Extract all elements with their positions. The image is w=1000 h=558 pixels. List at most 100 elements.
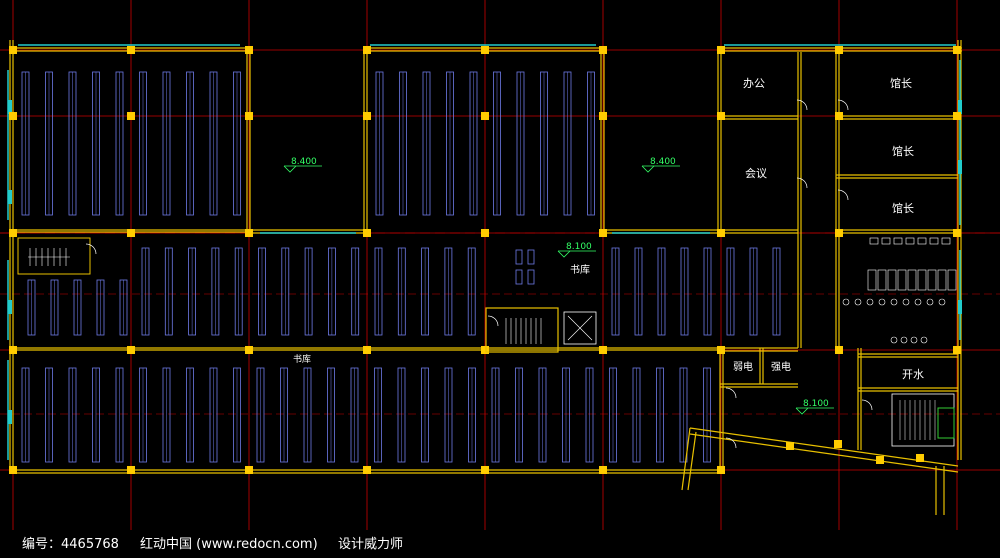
column [481,112,489,120]
column [835,346,843,354]
column [599,112,607,120]
urinal [917,237,927,245]
column [599,346,607,354]
toilet-stall [877,269,887,291]
column [481,346,489,354]
door-swing [837,99,849,111]
toilet-fixture [926,298,934,306]
column [481,229,489,237]
wash-basin [900,336,908,344]
wall-line [689,427,959,467]
window-sash [958,300,962,314]
column [9,346,17,354]
toilet-fixture [902,298,910,306]
toilet-fixture [854,298,862,306]
toilet-fixture [890,298,898,306]
elevation-value-left: 8.400 [291,157,317,167]
urinal [881,237,891,245]
toilet-stall [937,269,947,291]
urinal [929,237,939,245]
column [717,46,725,54]
door-swing [796,99,808,111]
column [717,346,725,354]
column [127,466,135,474]
urinal [869,237,879,245]
toilet-stall [927,269,937,291]
toilet-stall [867,269,877,291]
wash-basin [890,336,898,344]
room-label-meeting: 会议 [745,167,767,180]
room-label-curator-3: 馆长 [892,201,914,215]
column [835,46,843,54]
elevation-marker-right: 8.400 [641,157,680,173]
column [953,112,961,120]
column [953,229,961,237]
window-sash [8,300,12,314]
watermark-author: 设计威力师 [338,537,403,552]
toilet-fixture [878,298,886,306]
elevation-marker-left: 8.400 [283,157,322,173]
watermark-site: 红动中国 (www.redocn.com) [140,536,318,552]
door-swing [725,387,737,399]
wash-basin [910,336,918,344]
toilet-stall [917,269,927,291]
windows [7,44,962,460]
window-sash [8,100,12,114]
stair-enclosure-left [17,237,91,275]
room-label-curator-2: 馆长 [892,144,914,158]
column [717,229,725,237]
room-label-curator-1: 馆长 [890,76,912,90]
column [599,229,607,237]
structural-columns [9,46,961,474]
room-label-strong-current: 强电 [771,360,791,373]
column [599,466,607,474]
wash-basin [920,336,928,344]
column [9,466,17,474]
fixtures-and-stairs [17,99,957,449]
wall-line [689,433,959,473]
wall-line [687,431,697,491]
column [953,346,961,354]
column [245,346,253,354]
column [127,229,135,237]
elevation-value-right: 8.400 [650,157,676,167]
urinal [941,237,951,245]
column [363,466,371,474]
column [9,229,17,237]
column [127,112,135,120]
elevation-value-lower-right: 8.100 [803,399,829,409]
column [599,46,607,54]
elevator-cross [567,315,593,341]
column [9,112,17,120]
elevation-marker-center: 8.100 [557,242,596,258]
column [717,466,725,474]
book-shelf-small [515,269,523,285]
urinal [905,237,915,245]
room-label-boiling-water: 开水 [902,368,924,381]
room-label-stacks-upper: 书库 [570,263,590,276]
urinal [893,237,903,245]
column [481,466,489,474]
column [834,440,842,448]
window-sash [8,410,12,424]
column [127,346,135,354]
toilet-stall [947,269,957,291]
column [127,46,135,54]
room-label-stacks-lower: 书库 [293,353,311,365]
book-shelf-small [527,269,535,285]
toilet-fixture [866,298,874,306]
elevation-value-center: 8.100 [566,242,592,252]
column [786,442,794,450]
book-shelves [21,71,781,463]
column [245,466,253,474]
toilet-stall [887,269,897,291]
toilet-stall [897,269,907,291]
column [717,112,725,120]
door-swing [861,399,873,411]
column [363,229,371,237]
column [245,229,253,237]
elevator-shaft [563,311,597,345]
column [245,46,253,54]
stair-landing [937,407,955,439]
